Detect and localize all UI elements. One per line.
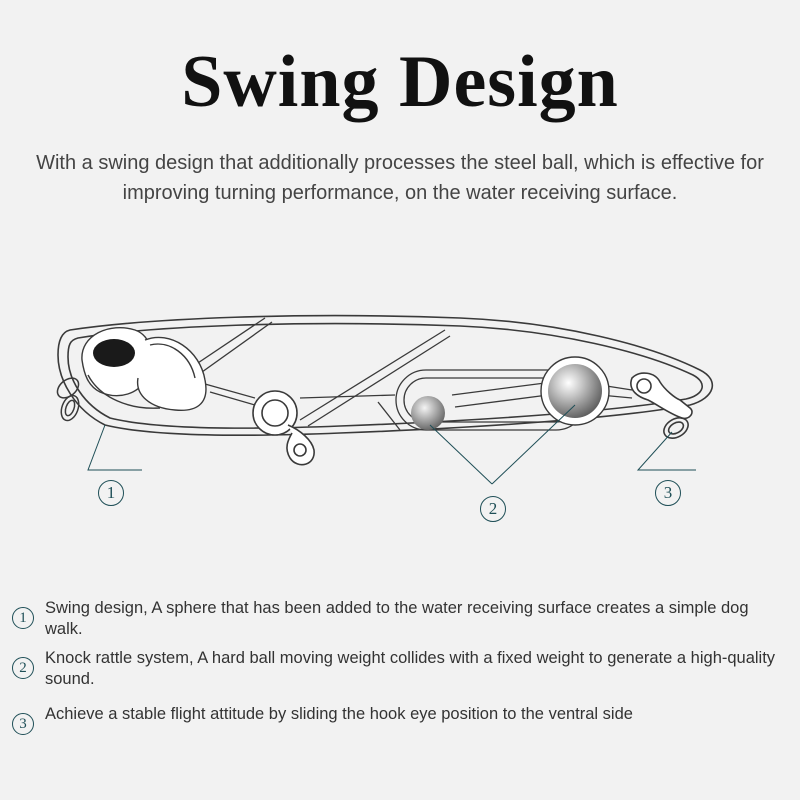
- note-text: Achieve a stable flight attitude by slid…: [45, 705, 633, 723]
- note-text: Knock rattle system, A hard ball moving …: [45, 649, 776, 688]
- lure-head: [81, 326, 207, 412]
- fixed-weight-ball: [540, 356, 610, 426]
- note-number: 1: [12, 607, 34, 629]
- moving-weight-ball: [411, 396, 445, 430]
- callout-leaders: [87, 404, 696, 485]
- note-text: Swing design, A sphere that has been add…: [45, 599, 749, 638]
- lure-illustration: [56, 314, 714, 485]
- lure-body: [57, 314, 714, 436]
- nose-line-tie: [56, 377, 80, 422]
- callout-2: 2: [480, 496, 506, 522]
- tail-hook-eye: [630, 372, 693, 439]
- page-title: Swing Design: [181, 41, 619, 123]
- callout-3: 3: [655, 480, 681, 506]
- belly-hook-eye: [252, 390, 315, 466]
- page-subtitle: With a swing design that additionally pr…: [36, 152, 764, 204]
- callout-1: 1: [98, 480, 124, 506]
- lure-diagram: 1 2 3: [0, 280, 800, 540]
- note-number: 2: [12, 657, 34, 679]
- note-number: 3: [12, 713, 34, 735]
